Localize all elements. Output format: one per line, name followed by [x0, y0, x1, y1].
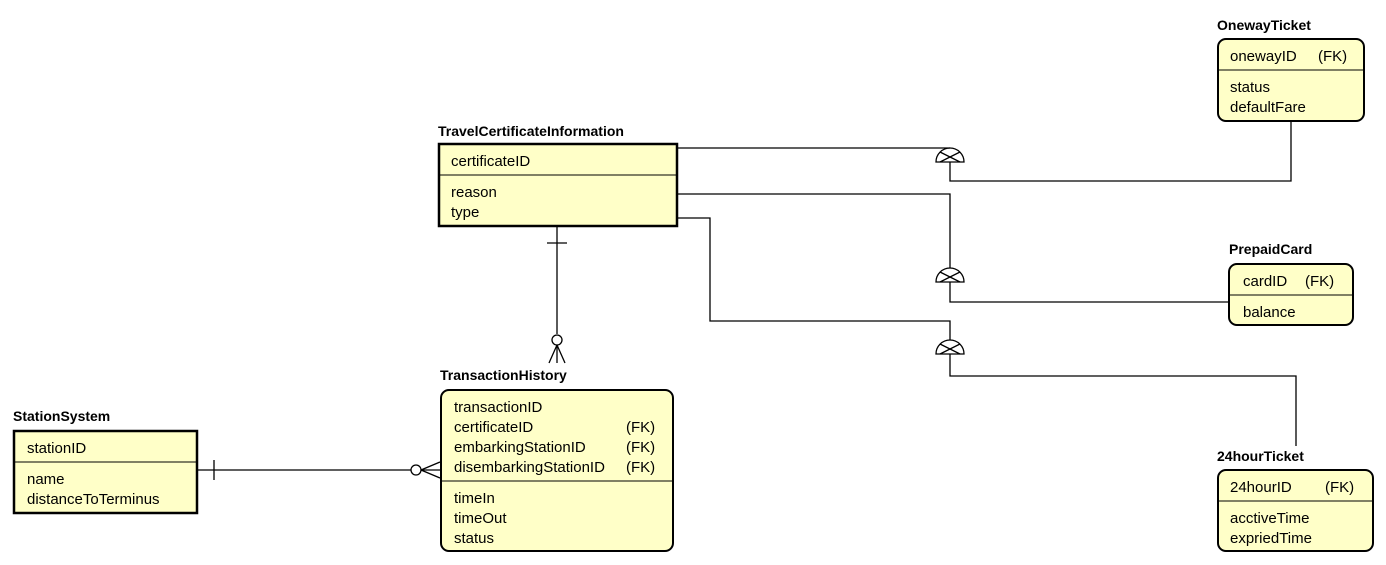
- attribute: distanceToTerminus: [27, 491, 160, 508]
- attribute: expriedTime: [1230, 530, 1312, 547]
- fk-marker: (FK): [626, 459, 655, 476]
- subtype-line-24hour: [677, 217, 1297, 446]
- key-attribute: disembarkingStationID: [454, 459, 605, 476]
- fk-marker: (FK): [1318, 48, 1347, 65]
- fk-marker: (FK): [626, 439, 655, 456]
- key-attribute: cardID: [1243, 273, 1287, 290]
- entity-prepaid-card[interactable]: PrepaidCard cardID (FK) balance: [1228, 241, 1354, 326]
- entity-title: StationSystem: [13, 408, 110, 424]
- attribute: reason: [451, 184, 497, 201]
- fk-marker: (FK): [626, 419, 655, 436]
- entity-title: OnewayTicket: [1217, 17, 1311, 33]
- subtype-symbol-prepaid: [935, 267, 965, 283]
- attribute: status: [1230, 79, 1270, 96]
- entity-title: PrepaidCard: [1229, 241, 1312, 257]
- key-attribute: onewayID: [1230, 48, 1297, 65]
- subtype-line-prepaid: [677, 193, 1229, 303]
- entity-title: TransactionHistory: [440, 367, 567, 383]
- entity-oneway-ticket[interactable]: OnewayTicket onewayID (FK) status defaul…: [1217, 17, 1365, 122]
- entity-station-system[interactable]: StationSystem stationID name distanceToT…: [12, 408, 199, 515]
- key-attribute: 24hourID: [1230, 479, 1292, 496]
- entity-title: TravelCertificateInformation: [438, 123, 624, 139]
- subtype-line-oneway: [677, 121, 1292, 182]
- entity-title: 24hourTicket: [1217, 448, 1304, 464]
- key-attribute: certificateID: [454, 419, 533, 436]
- attribute: timeIn: [454, 490, 495, 507]
- attribute: type: [451, 204, 479, 221]
- attribute: name: [27, 471, 65, 488]
- entity-travel-certificate[interactable]: TravelCertificateInformation certificate…: [437, 123, 679, 228]
- key-attribute: stationID: [27, 440, 86, 457]
- fk-marker: (FK): [1325, 479, 1354, 496]
- fk-marker: (FK): [1305, 273, 1334, 290]
- cardinality-zero-many-transaction-left: [410, 461, 441, 479]
- attribute: status: [454, 530, 494, 547]
- key-attribute: certificateID: [451, 153, 530, 170]
- subtype-symbol-24hour: [935, 339, 965, 355]
- subtype-symbol-oneway: [935, 147, 965, 163]
- key-attribute: transactionID: [454, 399, 543, 416]
- key-attribute: embarkingStationID: [454, 439, 586, 456]
- cardinality-zero-many-transaction-top: [548, 334, 566, 364]
- attribute: defaultFare: [1230, 99, 1306, 116]
- relationship-lines: [197, 121, 1297, 471]
- entity-24hour-ticket[interactable]: 24hourTicket 24hourID (FK) acctiveTime e…: [1217, 448, 1374, 552]
- attribute: timeOut: [454, 510, 507, 527]
- attribute: acctiveTime: [1230, 510, 1309, 527]
- attribute: balance: [1243, 304, 1296, 321]
- entity-transaction-history[interactable]: TransactionHistory transactionID certifi…: [440, 367, 674, 552]
